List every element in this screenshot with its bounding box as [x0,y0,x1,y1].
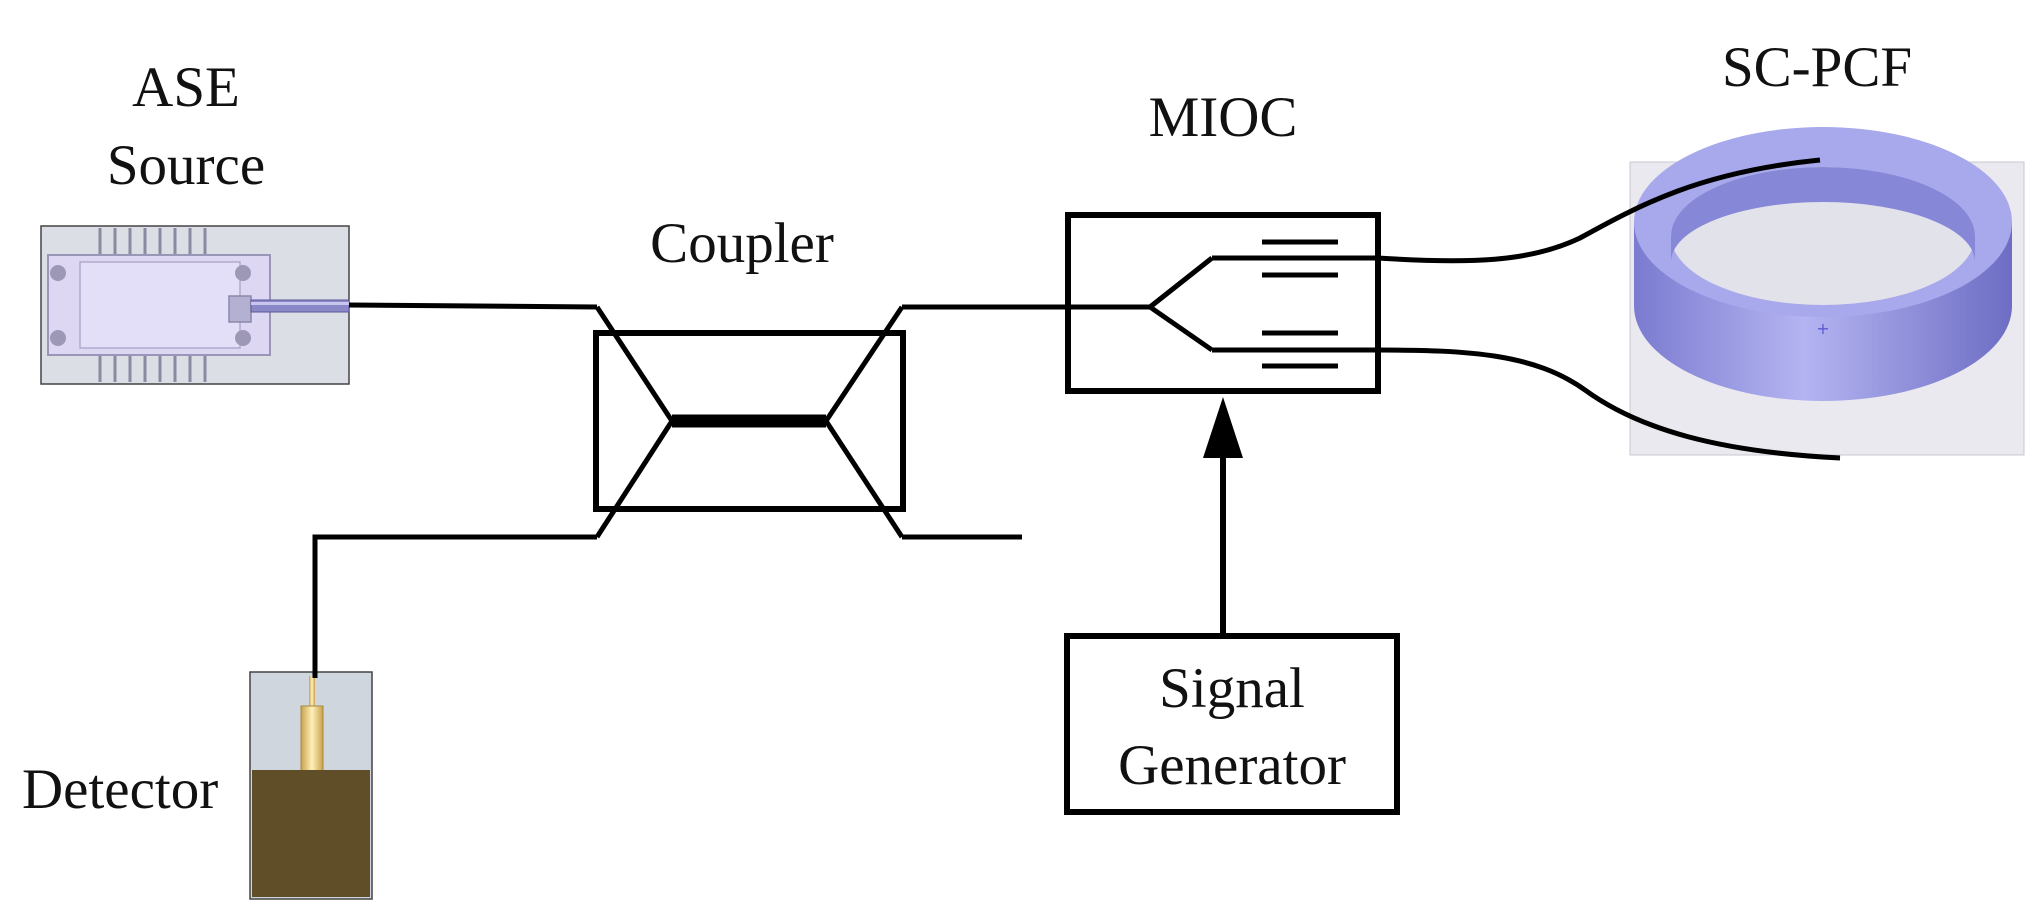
signal-generator-label-line1: Signal [1159,657,1305,720]
signal-generator-label-line2: Generator [1118,734,1346,797]
sc-pcf-label: SC-PCF [1722,36,1912,99]
sc-pcf: + SC-PCF [1629,36,2025,456]
fiber-coil-icon: + [1629,127,2025,456]
ase-label-line1: ASE [132,56,240,119]
photodetector-icon [249,671,373,900]
ase-label-line2: Source [107,134,265,197]
laser-module-icon [40,225,350,385]
coupler-label: Coupler [650,212,834,275]
mioc: MIOC [1065,86,1381,394]
fiber-source-to-coupler [348,302,598,310]
signal-generator: Signal Generator [1064,397,1400,815]
mioc-box [1065,212,1381,394]
coupler-box [593,330,906,512]
ase-source: ASE Source [40,56,350,385]
detector-label: Detector [22,758,218,821]
fiber-detector-to-coupler [312,534,597,678]
signal-generator-box [1064,633,1400,815]
mioc-label: MIOC [1149,86,1298,149]
arrow-up-icon [1203,397,1243,458]
svg-text:+: + [1816,319,1829,338]
coupler: Coupler [593,212,906,539]
fiber-mioc-to-coil [1377,157,1841,461]
detector: Detector [22,671,373,900]
fiber-paths [312,302,1150,678]
